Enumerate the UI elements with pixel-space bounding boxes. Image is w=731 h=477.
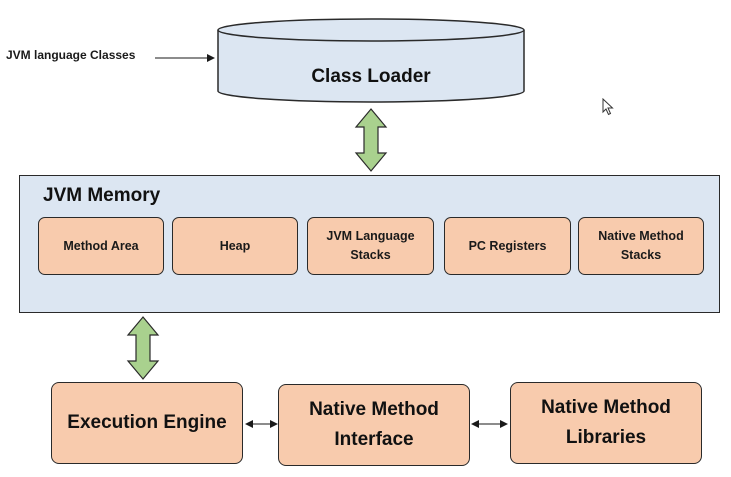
input-classes-label: JVM language Classes: [6, 48, 136, 62]
native-method-libraries-box: Native Method Libraries: [510, 382, 702, 464]
jvm-language-stacks-box: JVM Language Stacks: [307, 217, 434, 275]
execution-engine-box: Execution Engine: [51, 382, 243, 464]
class-loader-label: Class Loader: [311, 66, 431, 87]
heap-box: Heap: [172, 217, 298, 275]
native-method-stacks-box: Native Method Stacks: [578, 217, 704, 275]
class-loader-cylinder: [217, 18, 525, 103]
jvm-memory-title: JVM Memory: [43, 185, 161, 206]
native-method-interface-box: Native Method Interface: [278, 384, 470, 466]
mouse-pointer-icon: [602, 98, 614, 116]
memory-engine-double-arrow: [126, 316, 160, 380]
pc-registers-box: PC Registers: [444, 217, 571, 275]
classloader-memory-double-arrow: [354, 108, 388, 172]
method-area-box: Method Area: [38, 217, 164, 275]
